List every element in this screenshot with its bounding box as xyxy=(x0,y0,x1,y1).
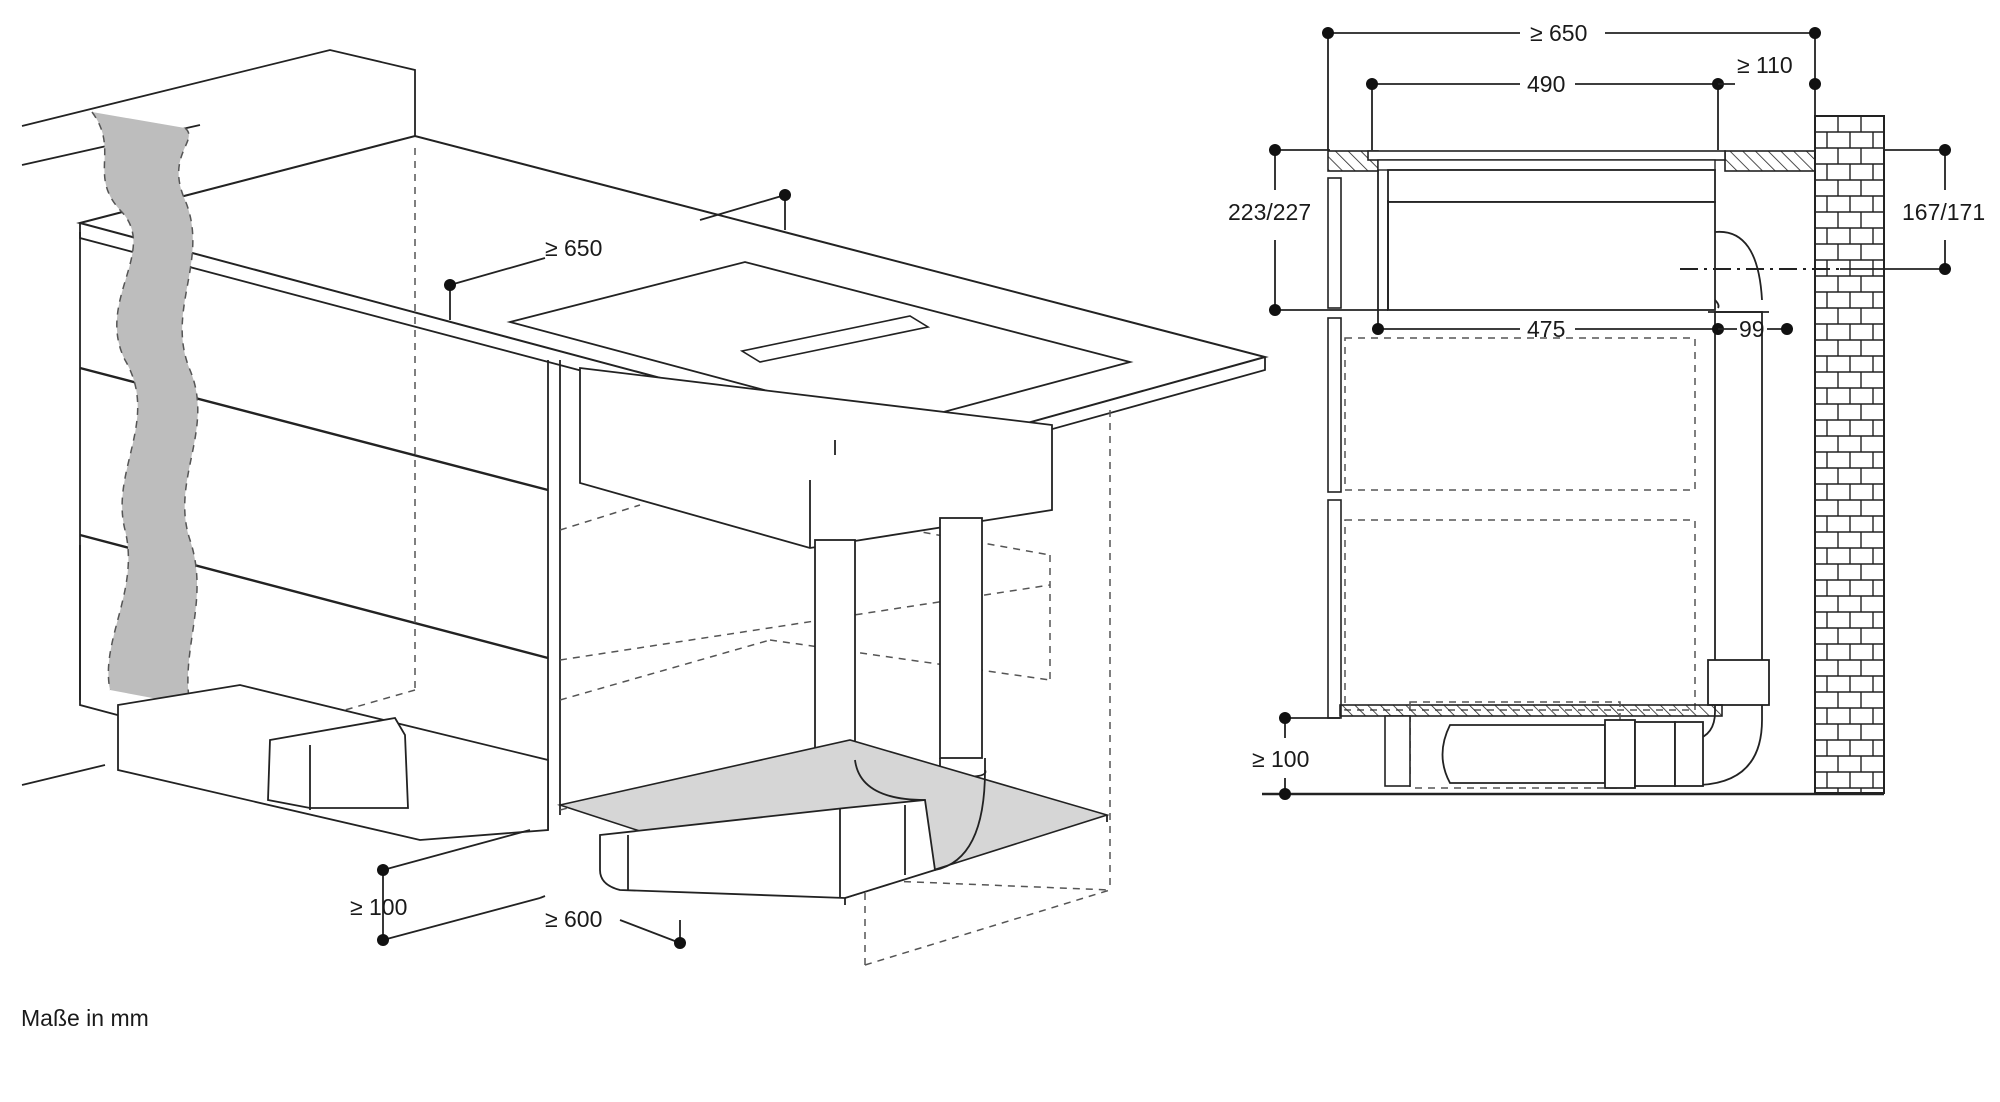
flat-duct-left xyxy=(117,684,549,841)
downdraft-vent xyxy=(739,315,931,363)
section-cabinet-fronts xyxy=(1327,177,1342,719)
dim-section-plinth: ≥ 100 xyxy=(1252,712,1340,800)
dim-label-top-depth: ≥ 650 xyxy=(1530,20,1587,46)
dim-section-height-left: 223/227 xyxy=(1228,144,1388,316)
dim-label-unit-width: 490 xyxy=(1527,71,1565,97)
dim-label-plinth-iso: ≥ 100 xyxy=(350,894,407,920)
section-drawers-hidden xyxy=(1344,337,1696,711)
dim-iso-plinth: ≥ 100 xyxy=(350,829,541,946)
flat-duct-right xyxy=(599,759,986,899)
section-view: ≥ 650 490 ≥ 110 223/227 xyxy=(1228,20,1985,800)
dim-section-lower-width: 475 xyxy=(1372,170,1724,342)
dim-label-height-right: 167/171 xyxy=(1902,199,1985,225)
dim-section-height-right: 167/171 xyxy=(1840,144,1985,275)
worktop-section xyxy=(1327,150,1816,172)
isometric-view: ≥ 650 ≥ 100 ≥ 600 xyxy=(21,49,1269,966)
dim-iso-depth-top: ≥ 650 xyxy=(444,189,791,320)
dim-label-plinth-section: ≥ 100 xyxy=(1252,746,1309,772)
dim-label-duct: 99 xyxy=(1739,316,1765,342)
units-note: Maße in mm xyxy=(21,1005,149,1031)
brick-wall xyxy=(1814,115,1885,794)
dim-section-duct: 99 xyxy=(1718,316,1793,342)
dim-label-lower-width: 475 xyxy=(1527,316,1565,342)
dim-section-top-depth: ≥ 650 xyxy=(1322,20,1821,150)
dim-label-depth-floor: ≥ 600 xyxy=(545,906,602,932)
appliance-housing xyxy=(579,366,1053,549)
section-plinth-duct xyxy=(1262,701,1884,796)
dim-label-depth-top: ≥ 650 xyxy=(545,235,602,261)
section-appliance xyxy=(1387,169,1716,311)
dim-section-rear-gap: ≥ 110 xyxy=(1718,52,1821,90)
dim-label-height-left: 223/227 xyxy=(1228,199,1311,225)
cutaway-section xyxy=(91,111,199,706)
section-duct xyxy=(1694,231,1770,786)
dim-iso-depth-floor: ≥ 600 xyxy=(539,895,686,949)
dim-section-unit-width: 490 xyxy=(1366,71,1724,150)
dim-label-rear-gap: ≥ 110 xyxy=(1737,52,1793,78)
